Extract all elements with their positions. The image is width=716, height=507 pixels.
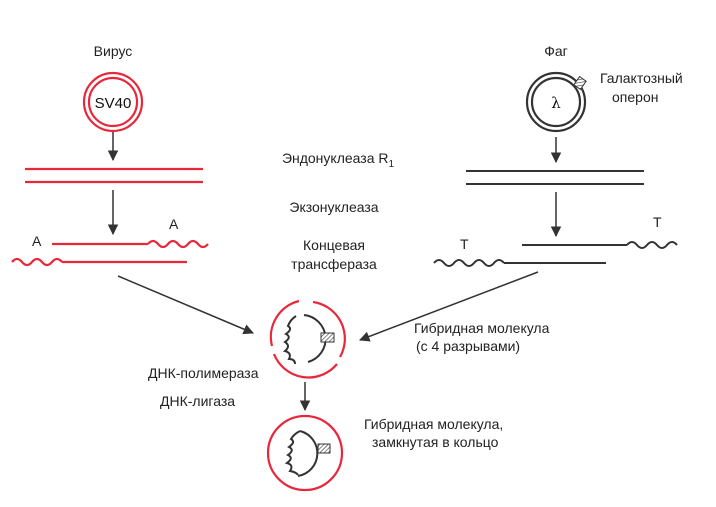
galactose-operon-label-2: оперон xyxy=(612,89,658,105)
lambda-tailed-dna xyxy=(433,241,678,267)
lambda-linear-dna xyxy=(466,170,644,185)
hybrid-molecule-nicked xyxy=(269,299,346,379)
hybrid-label-1: Гибридная молекула xyxy=(414,320,550,336)
hybrid-label-2: (с 4 разрывами) xyxy=(416,338,520,354)
arrow-right-to-hybrid xyxy=(359,271,539,342)
tail-t-right: T xyxy=(653,214,662,230)
sv40-tailed-dna xyxy=(11,239,209,267)
dna-ligase-label: ДНК-лигаза xyxy=(160,393,235,409)
phage-title: Фаг xyxy=(544,43,568,59)
tail-t-left: T xyxy=(460,236,469,252)
lambda-label: λ xyxy=(551,94,561,112)
hybrid-molecule-closed xyxy=(266,414,344,492)
tail-a-right: A xyxy=(169,216,179,232)
arrow-left-to-hybrid xyxy=(117,275,254,335)
endonuclease-label: Эндонуклеаза R1 xyxy=(282,150,395,170)
terminal-transferase-label-1: Концевая xyxy=(303,237,365,253)
dna-polymerase-label: ДНК-полимераза xyxy=(148,365,259,381)
sv40-label: SV40 xyxy=(95,95,132,112)
sv40-plasmid xyxy=(82,71,144,133)
terminal-transferase-label-2: трансфераза xyxy=(291,256,377,272)
lambda-plasmid xyxy=(525,71,587,133)
galactose-operon-label-1: Галактозный xyxy=(600,70,683,86)
closed-hybrid-label-2: замкнутая в кольцо xyxy=(372,434,499,450)
closed-hybrid-label-1: Гибридная молекула, xyxy=(364,416,503,432)
sv40-linear-dna xyxy=(25,167,203,184)
exonuclease-label: Экзонуклеаза xyxy=(289,199,378,215)
virus-title: Вирус xyxy=(94,43,133,59)
tail-a-left: A xyxy=(32,233,42,249)
